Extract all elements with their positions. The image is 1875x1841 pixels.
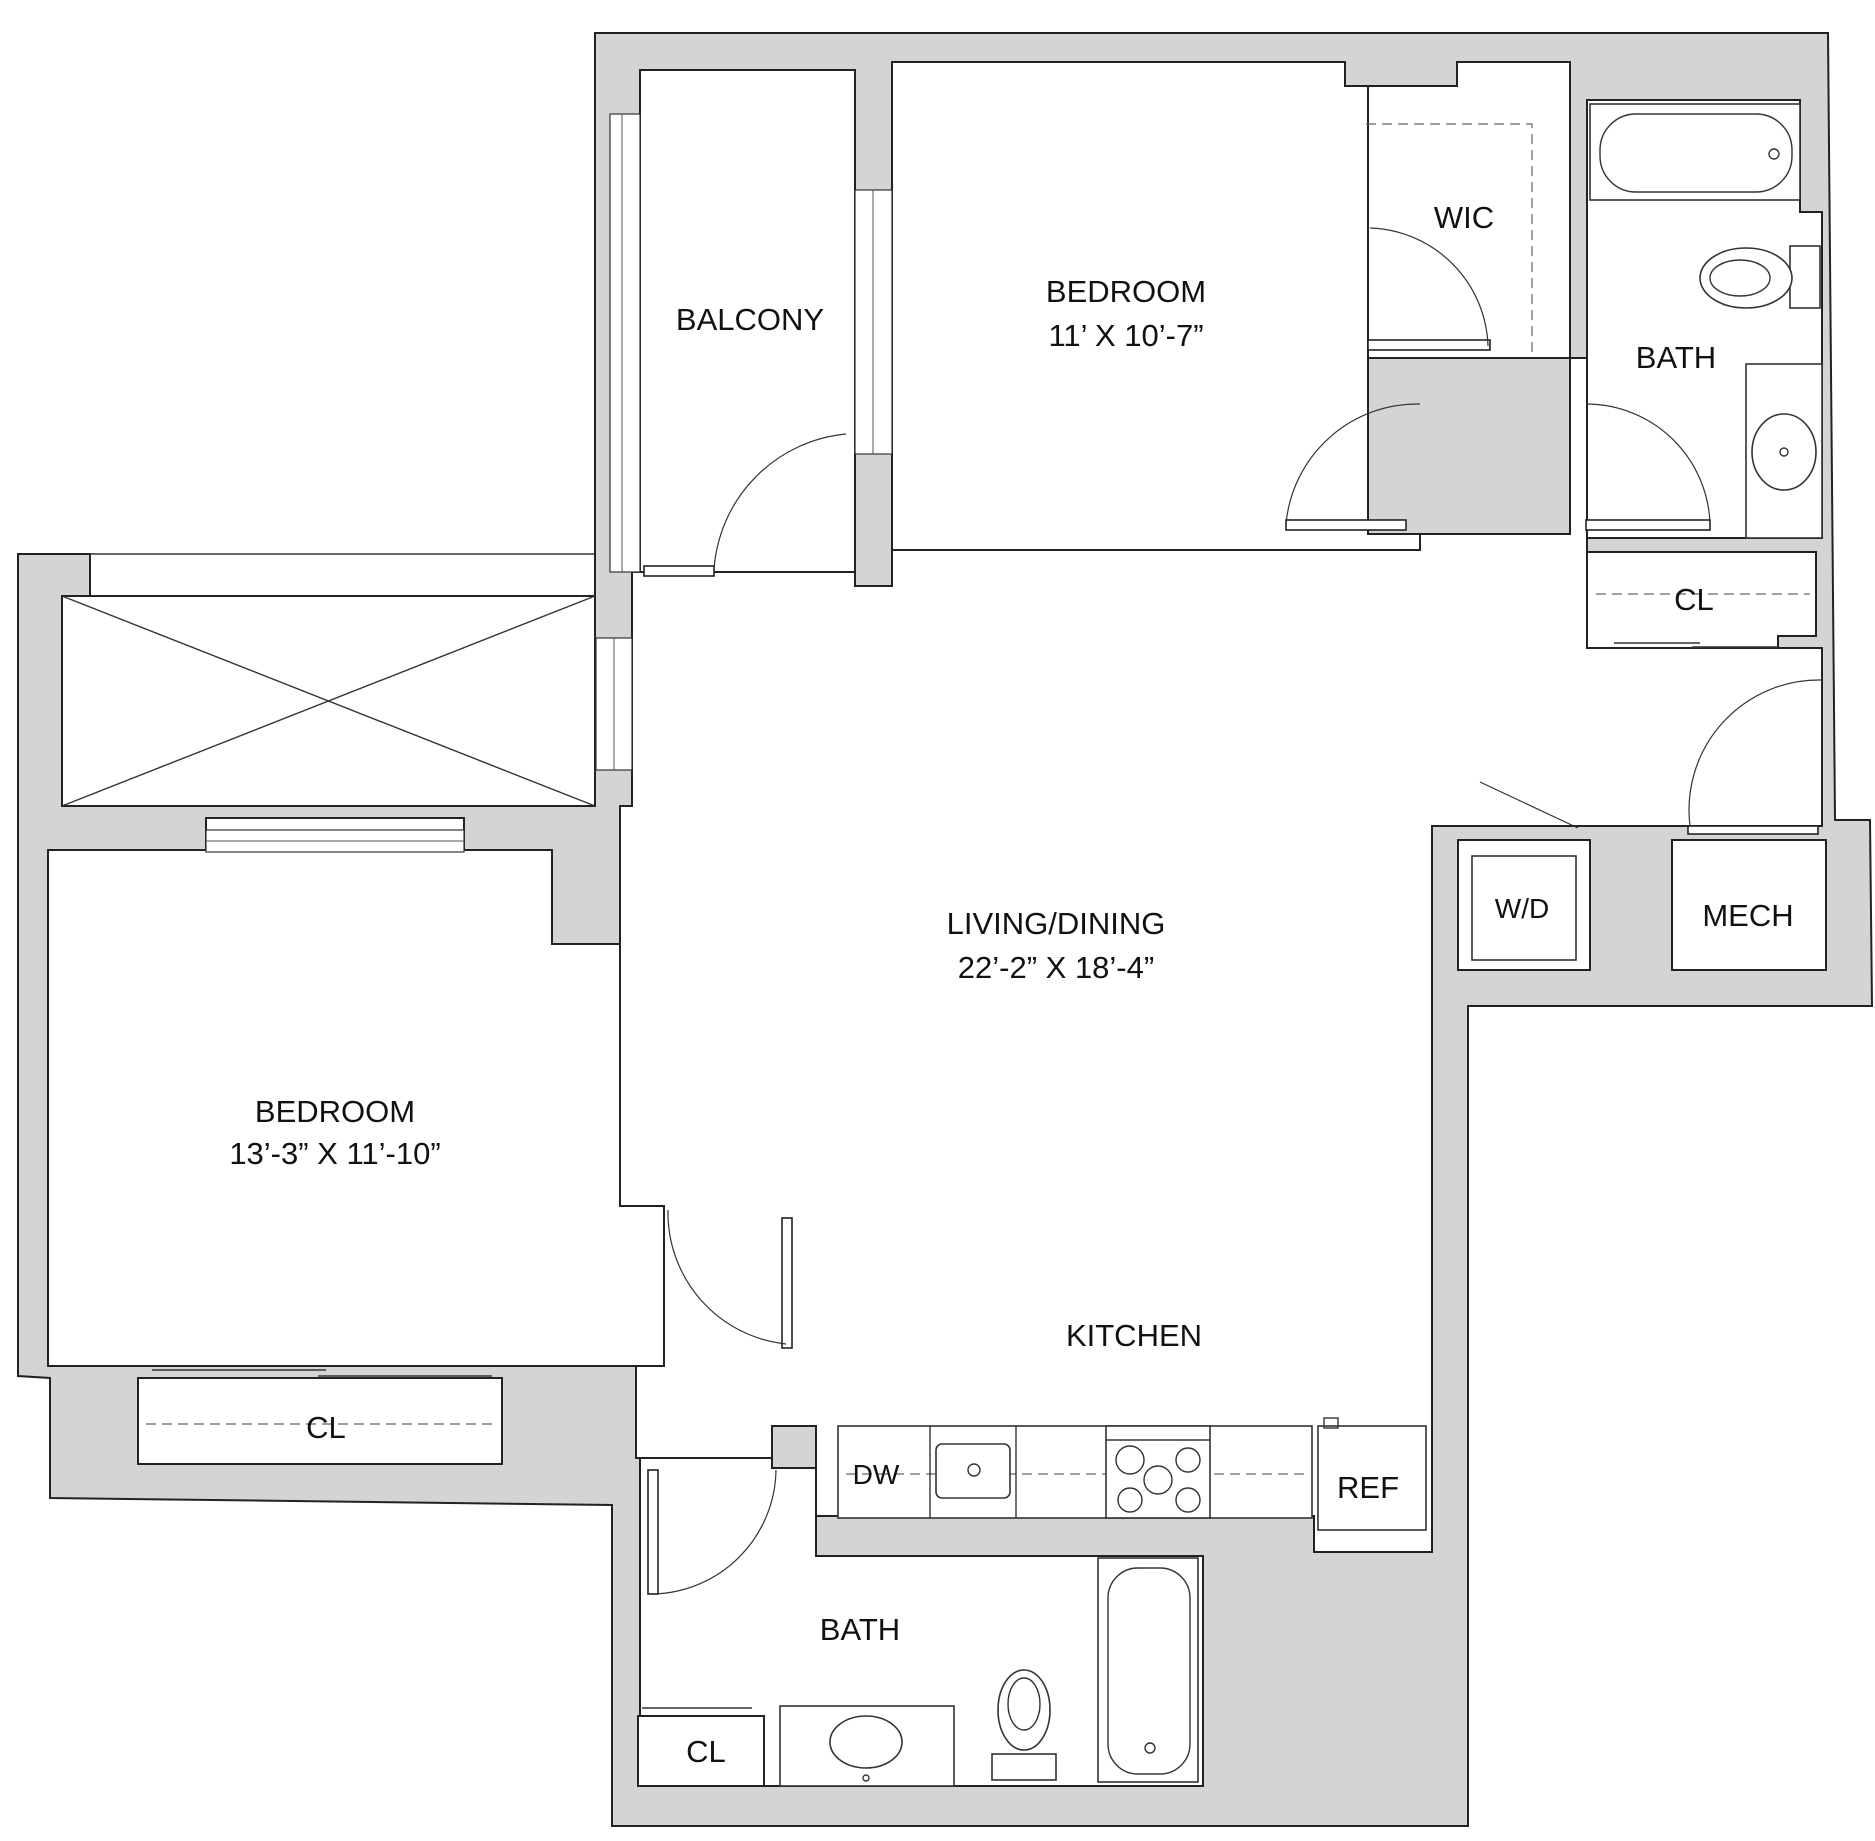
- wd-door-swing: [1479, 781, 1579, 829]
- living-dims: 22’-2” X 18’-4”: [958, 950, 1154, 985]
- bay-cross-2: [61, 595, 596, 807]
- balcony-door-leaf: [643, 565, 715, 577]
- doors: [643, 227, 1823, 1595]
- tub-1: [1589, 103, 1801, 201]
- wic-door-swing: [1369, 227, 1489, 347]
- toilet-1-bowl: [1699, 247, 1793, 309]
- burner-1: [1115, 1445, 1145, 1475]
- kitchen-sink-drain: [967, 1463, 981, 1477]
- bedroom-2-area: [47, 817, 665, 1367]
- fridge-top: [1323, 1417, 1339, 1429]
- living-area: [619, 357, 1823, 1553]
- mech-closet: [1671, 839, 1827, 971]
- balcony-door-swing: [713, 433, 847, 571]
- burner-2: [1175, 1447, 1201, 1473]
- wic-shelf: [1366, 123, 1533, 352]
- bedroom-1-dims: 11’ X 10’-7”: [1048, 318, 1203, 353]
- bedroom-1-door-leaf: [1285, 519, 1407, 531]
- toilet-2-tank: [991, 1753, 1057, 1781]
- tub-1-drain: [1768, 148, 1780, 160]
- balcony-label: BALCONY: [676, 302, 824, 337]
- sink-2: [829, 1715, 903, 1769]
- wic-area: [1367, 61, 1571, 359]
- balcony-glazing-west: [609, 113, 641, 573]
- wic-door-leaf: [1367, 339, 1491, 351]
- sink-1-drain: [1779, 447, 1789, 457]
- wd-unit: [1471, 855, 1577, 961]
- cl-3-label: CL: [686, 1734, 726, 1769]
- burner-4: [1117, 1487, 1143, 1513]
- entry-door-leaf: [1687, 825, 1819, 835]
- bath-1-door-swing: [1587, 403, 1711, 525]
- cl-3-box: [637, 1715, 765, 1787]
- mech-label: MECH: [1702, 898, 1793, 933]
- bath-2-fixtures: [779, 1557, 1199, 1787]
- kitchen-label: KITCHEN: [1066, 1318, 1202, 1353]
- burner-3: [1143, 1465, 1173, 1495]
- entry-door-swing: [1688, 679, 1823, 827]
- burner-5: [1175, 1487, 1201, 1513]
- windows: [61, 113, 893, 853]
- tub-2-drain: [1144, 1742, 1156, 1754]
- tub-2: [1097, 1557, 1199, 1783]
- toilet-2-seat: [1007, 1677, 1041, 1731]
- toilet-1-tank: [1789, 245, 1821, 309]
- closets: [137, 123, 1827, 1787]
- kitchen-counter: [837, 1425, 1313, 1519]
- cl-2-label: CL: [306, 1410, 346, 1445]
- kitchen-sink: [935, 1443, 1011, 1499]
- sink-1: [1751, 413, 1817, 491]
- bath-1-door-leaf: [1585, 519, 1711, 531]
- bedroom-1-door-swing: [1285, 403, 1421, 525]
- wic-label: WIC: [1434, 200, 1494, 235]
- refrigerator: [1317, 1425, 1427, 1531]
- bedroom-1-label: BEDROOM: [1046, 274, 1206, 309]
- cl-1-label: CL: [1674, 582, 1714, 617]
- bedroom-2-label: BEDROOM: [255, 1094, 415, 1129]
- bath-1-label: BATH: [1636, 340, 1716, 375]
- ref-label: REF: [1337, 1470, 1399, 1505]
- bath-2-label: BATH: [820, 1612, 900, 1647]
- rooms: [47, 61, 1823, 1787]
- bedroom-2-dims: 13’-3” X 11’-10”: [229, 1136, 440, 1171]
- toilet-1-seat: [1709, 259, 1771, 297]
- cl-2-box: [137, 1377, 503, 1465]
- bath-1-fixtures: [1589, 103, 1823, 539]
- tub-2-basin: [1107, 1567, 1191, 1775]
- sink-2-drain: [862, 1774, 870, 1782]
- bedroom-2-door-swing: [667, 1209, 787, 1345]
- toilet-2-bowl: [997, 1669, 1051, 1751]
- tub-1-basin: [1599, 113, 1793, 193]
- kitchen-fixtures: [837, 1417, 1427, 1531]
- bath-2-door-swing: [653, 1469, 777, 1595]
- bedroom-2-door-leaf: [781, 1217, 793, 1349]
- wd-label: W/D: [1495, 893, 1549, 924]
- living-label: LIVING/DINING: [947, 906, 1166, 941]
- bath-2-door-leaf: [647, 1469, 659, 1595]
- dw-label: DW: [853, 1459, 900, 1490]
- labels: BALCONY BEDROOM 11’ X 10’-7” WIC BATH CL…: [229, 200, 1793, 1769]
